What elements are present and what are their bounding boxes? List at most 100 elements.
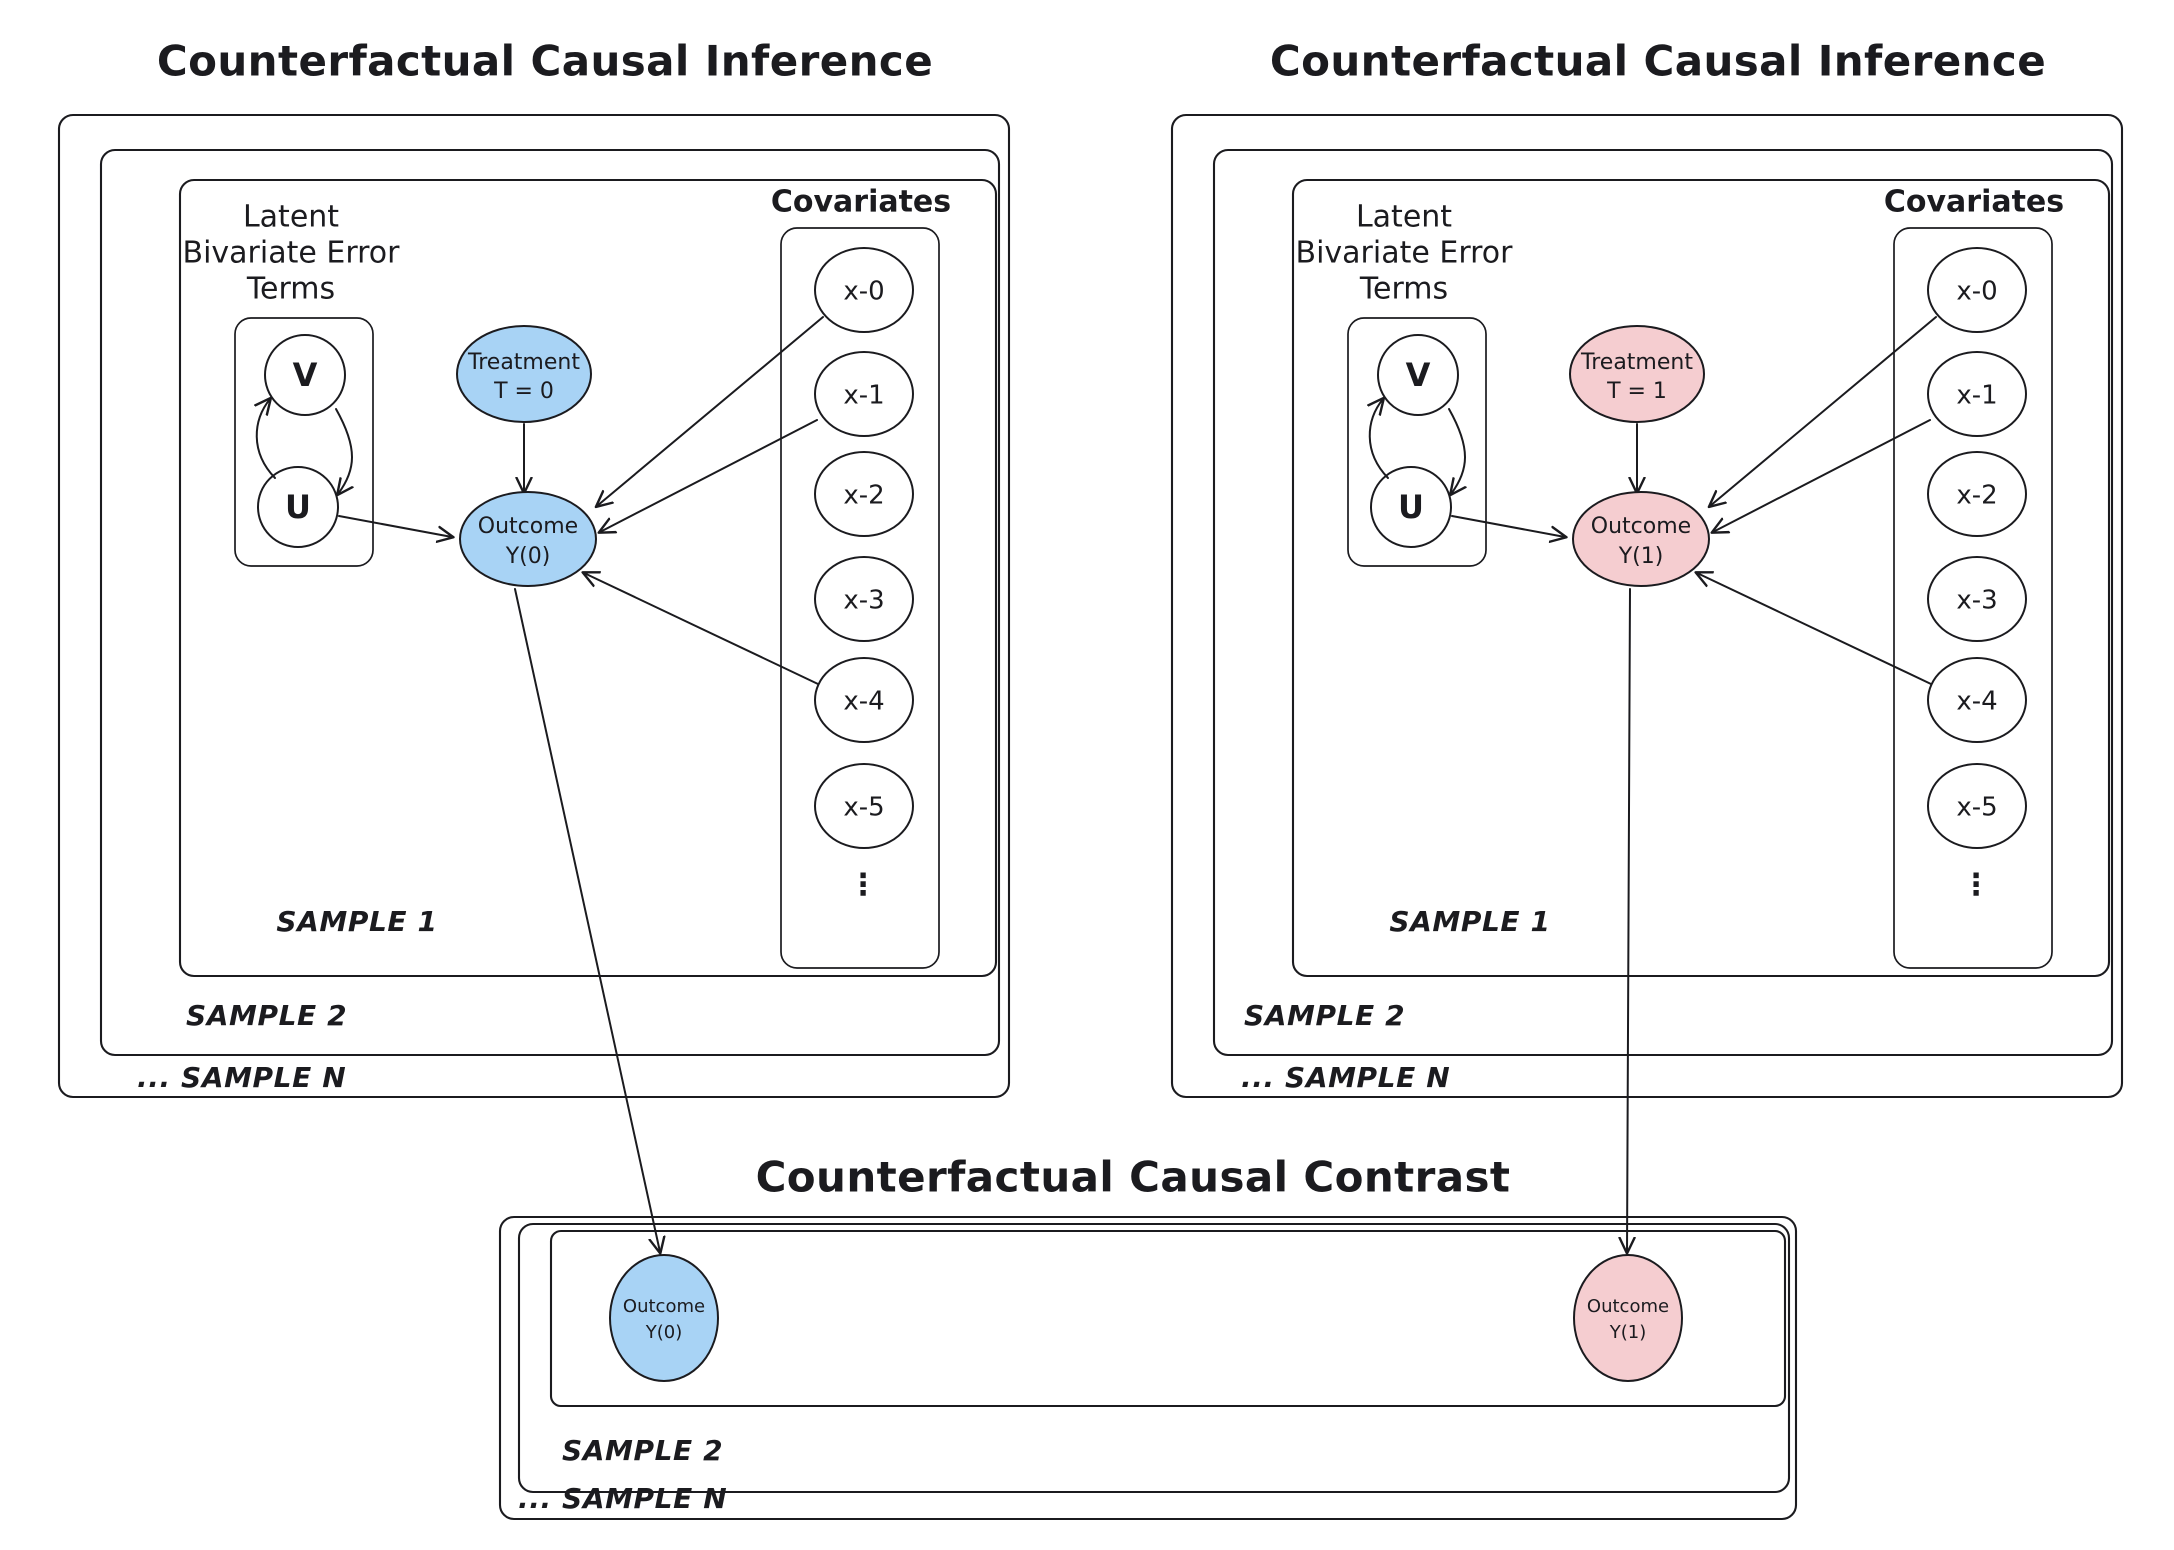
- latent-label-line-3: Terms: [1359, 272, 1448, 307]
- contrast-outcome-treated-line-1: Outcome: [1587, 1296, 1669, 1317]
- panel-control: Counterfactual Causal Inference Latent B…: [57, 37, 1011, 1099]
- outcome-label-line-2: Y(1): [1618, 544, 1664, 569]
- contrast-outcome-control-line-2: Y(0): [645, 1322, 683, 1343]
- covariates-continuation-control: ⋮: [848, 868, 880, 903]
- covariate-node-treated-1[interactable]: x-1: [1927, 351, 2027, 437]
- sample-n-frame-control: [57, 113, 1011, 1099]
- covariate-label: x-2: [1956, 481, 1997, 511]
- latent-node-u-control[interactable]: [257, 466, 339, 548]
- contrast-sample-1-frame: [549, 1229, 1787, 1408]
- panel-title-treated: Counterfactual Causal Inference: [1270, 37, 2046, 86]
- covariate-node-treated-0[interactable]: x-0: [1927, 247, 2027, 333]
- covariate-label: x-5: [1956, 793, 1997, 823]
- covariate-label: x-4: [843, 687, 884, 717]
- sample-2-frame-treated: [1212, 148, 2114, 1057]
- outcome-label-line-1: Outcome: [478, 514, 578, 539]
- sample-label-n-control: ... SAMPLE N: [137, 1061, 346, 1094]
- covariate-label: x-1: [843, 381, 884, 411]
- covariates-box-control: [780, 227, 940, 969]
- covariate-node-control-1[interactable]: x-1: [814, 351, 914, 437]
- treatment-label-line-1: Treatment: [1580, 350, 1693, 375]
- covariate-label: x-4: [1956, 687, 1997, 717]
- covariate-node-control-5[interactable]: x-5: [814, 763, 914, 849]
- covariate-node-treated-4[interactable]: x-4: [1927, 657, 2027, 743]
- latent-label-line-2: Bivariate Error: [1296, 236, 1514, 271]
- latent-node-u-label: U: [285, 488, 311, 526]
- covariate-node-treated-5[interactable]: x-5: [1927, 763, 2027, 849]
- latent-node-v-label: V: [1406, 356, 1431, 394]
- treatment-node-treated[interactable]: [1569, 325, 1705, 423]
- sample-2-frame-control: [99, 148, 1001, 1057]
- covariate-label: x-0: [1956, 277, 1997, 307]
- covariate-node-control-3[interactable]: x-3: [814, 556, 914, 642]
- edge-x4-to-outcome-control: [584, 573, 819, 685]
- contrast-outcome-control-node[interactable]: [609, 1254, 719, 1382]
- sample-1-frame-control: [178, 178, 998, 978]
- panel-contrast: Counterfactual Causal Contrast Outcome Y…: [498, 1153, 1798, 1521]
- treatment-label-line-1: Treatment: [467, 350, 580, 375]
- outcome-label-line-1: Outcome: [1591, 514, 1691, 539]
- covariate-label: x-3: [1956, 586, 1997, 616]
- contrast-outcome-control-line-1: Outcome: [623, 1296, 705, 1317]
- edge-u-to-v-control: [257, 399, 276, 479]
- contrast-sample-2-frame: [517, 1222, 1791, 1494]
- sample-1-frame-treated: [1291, 178, 2111, 978]
- contrast-outcome-treated-node[interactable]: [1573, 1254, 1683, 1382]
- edge-x4-to-outcome-treated: [1697, 573, 1932, 685]
- sample-label-2-control: SAMPLE 2: [186, 999, 347, 1032]
- edge-x0-to-outcome-control: [597, 316, 824, 506]
- covariates-box-treated: [1893, 227, 2053, 969]
- covariates-continuation-treated: ⋮: [1961, 868, 1993, 903]
- sample-n-frame-treated: [1170, 113, 2124, 1099]
- latent-label-line-2: Bivariate Error: [183, 236, 401, 271]
- sample-label-1-control: SAMPLE 1: [276, 905, 437, 938]
- covariate-label: x-5: [843, 793, 884, 823]
- latent-error-box-treated: [1347, 317, 1487, 567]
- panel-treated: Counterfactual Causal Inference Latent B…: [1170, 37, 2124, 1099]
- covariate-node-treated-2[interactable]: x-2: [1927, 451, 2027, 537]
- edge-x0-to-outcome-treated: [1710, 316, 1937, 506]
- contrast-sample-label-n: ... SAMPLE N: [518, 1482, 727, 1515]
- edge-x1-to-outcome-treated: [1713, 419, 1931, 532]
- sample-label-2-treated: SAMPLE 2: [1244, 999, 1405, 1032]
- covariate-node-control-2[interactable]: x-2: [814, 451, 914, 537]
- covariate-node-control-4[interactable]: x-4: [814, 657, 914, 743]
- edge-u-to-outcome-treated: [1451, 515, 1565, 537]
- latent-node-v-treated[interactable]: [1377, 334, 1459, 416]
- edge-outcome-control-to-contrast: [514, 588, 660, 1252]
- treatment-label-line-2: T = 1: [1606, 379, 1667, 404]
- latent-node-v-label: V: [293, 356, 318, 394]
- outcome-node-control[interactable]: [459, 491, 597, 587]
- treatment-node-control[interactable]: [456, 325, 592, 423]
- latent-label-line-3: Terms: [246, 272, 335, 307]
- covariates-label-control: Covariates: [771, 185, 951, 220]
- outcome-node-treated[interactable]: [1572, 491, 1710, 587]
- contrast-sample-label-2: SAMPLE 2: [562, 1434, 723, 1467]
- covariates-label-treated: Covariates: [1884, 185, 2064, 220]
- edge-x1-to-outcome-control: [600, 419, 818, 532]
- covariate-label: x-0: [843, 277, 884, 307]
- latent-node-u-treated[interactable]: [1370, 466, 1452, 548]
- sample-label-n-treated: ... SAMPLE N: [1241, 1061, 1450, 1094]
- edge-v-to-u-treated: [1448, 408, 1465, 494]
- treatment-label-line-2: T = 0: [493, 379, 554, 404]
- sample-label-1-treated: SAMPLE 1: [1389, 905, 1550, 938]
- covariate-label: x-3: [843, 586, 884, 616]
- edge-u-to-outcome-control: [338, 515, 452, 537]
- contrast-outcome-treated-line-2: Y(1): [1609, 1322, 1647, 1343]
- latent-error-box-control: [234, 317, 374, 567]
- panel-title-control: Counterfactual Causal Inference: [157, 37, 933, 86]
- latent-label-line-1: Latent: [1356, 200, 1452, 235]
- outcome-label-line-2: Y(0): [505, 544, 551, 569]
- edge-outcome-treated-to-contrast: [1627, 588, 1630, 1252]
- edge-v-to-u-control: [335, 408, 352, 494]
- covariate-label: x-2: [843, 481, 884, 511]
- contrast-sample-n-frame: [498, 1215, 1798, 1521]
- latent-node-v-control[interactable]: [264, 334, 346, 416]
- covariate-node-treated-3[interactable]: x-3: [1927, 556, 2027, 642]
- covariate-node-control-0[interactable]: x-0: [814, 247, 914, 333]
- covariate-label: x-1: [1956, 381, 1997, 411]
- latent-label-line-1: Latent: [243, 200, 339, 235]
